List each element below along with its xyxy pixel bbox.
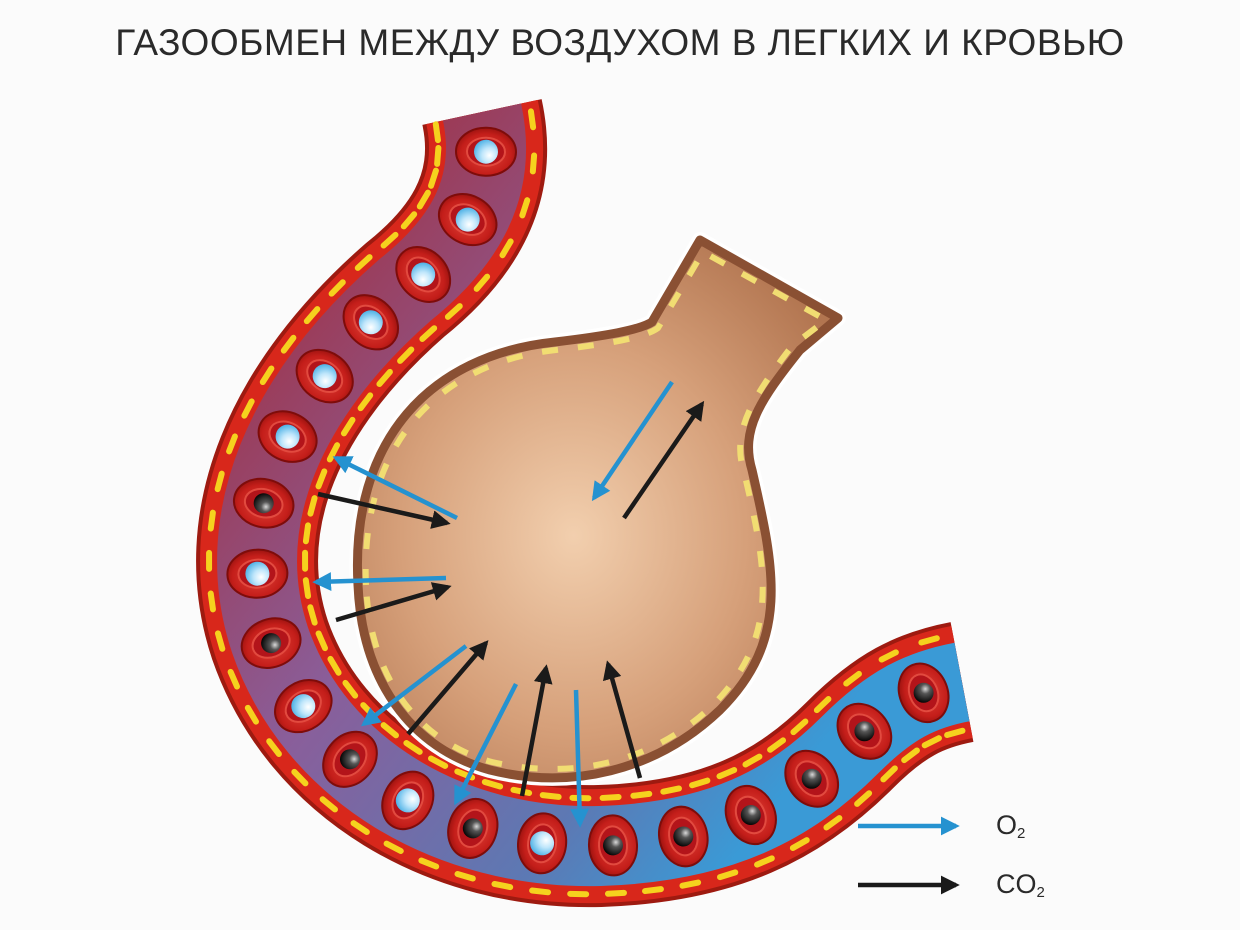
endothelium-dash [218,474,222,489]
red-blood-cell [455,127,516,177]
endothelium-dash [921,638,936,642]
endothelium-dash [310,498,314,513]
endothelium-dash [947,731,962,735]
legend-oxygen-symbol: O [996,810,1017,840]
endothelium-dash [543,795,559,797]
endothelium-dash [603,797,619,798]
endothelium-dash [436,124,438,140]
legend [858,826,956,885]
endothelium-dash [437,148,438,164]
endothelium-dash [306,580,308,596]
legend-item-oxygen: O2 [996,810,1025,842]
endothelium-dash [218,633,222,648]
endothelium-dash [531,111,533,127]
endothelium-dash [532,891,548,893]
endothelium-dash [494,884,510,887]
legend-item-carbon-dioxide: CO2 [996,869,1045,901]
endothelium-dash [533,155,534,171]
endothelium-dash [211,513,213,529]
legend-co2-symbol: CO [996,869,1037,899]
endothelium-dash [211,594,213,610]
endothelium-dash [682,883,698,886]
endothelium-dash [633,794,649,796]
endothelium-dash [645,889,661,891]
legend-co2-subscript: 2 [1037,884,1045,901]
endothelium-dash [310,607,314,622]
legend-oxygen-subscript: 2 [1017,825,1025,842]
endothelium-dash [306,525,308,541]
endothelium-dash [663,788,679,791]
endothelium-dash [608,893,624,894]
